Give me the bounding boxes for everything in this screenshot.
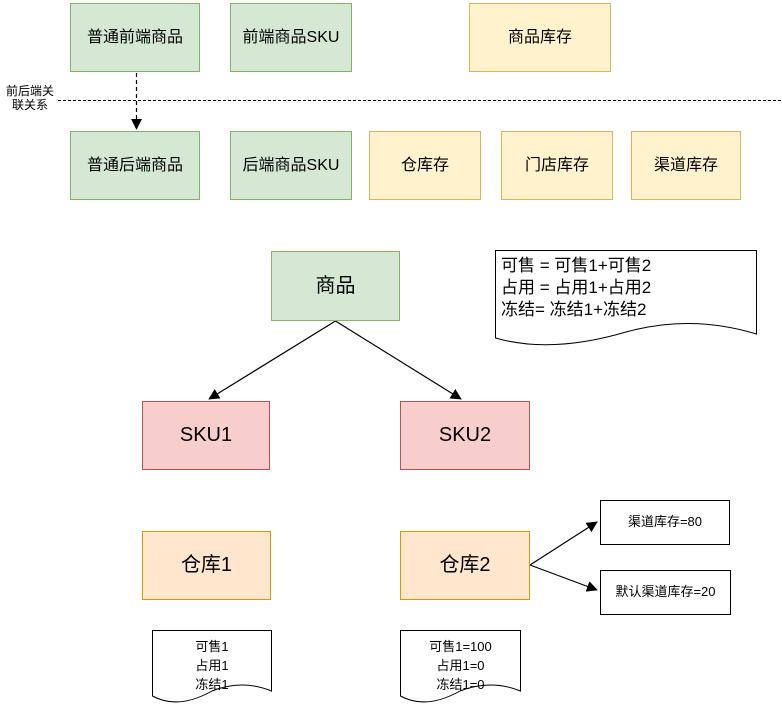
node-product-inventory-label: 商品库存 <box>507 28 572 46</box>
node-warehouse-inventory-label: 仓库存 <box>400 156 449 174</box>
note-warehouse2-stock-text: 可售1=100 占用1=0 冻结1=0 <box>400 630 521 694</box>
note-line: 占用 = 占用1+占用2 <box>501 278 652 297</box>
node-back-sku-label: 后端商品SKU <box>242 156 340 174</box>
note-line: 可售1=100 <box>429 639 492 654</box>
node-store-inventory[interactable]: 门店库存 <box>501 131 613 200</box>
node-back-sku[interactable]: 后端商品SKU <box>230 131 352 200</box>
node-channel-stock[interactable]: 渠道库存=80 <box>600 500 730 545</box>
node-sku2-label: SKU2 <box>438 424 492 446</box>
document-shape <box>400 630 521 703</box>
edge-product-to-sku1[interactable] <box>208 320 336 400</box>
node-default-channel-stock-label: 默认渠道库存=20 <box>615 584 716 600</box>
node-back-product-label: 普通后端商品 <box>86 156 183 174</box>
node-warehouse1-label: 仓库1 <box>180 554 233 576</box>
node-product[interactable]: 商品 <box>271 251 400 321</box>
node-sku1[interactable]: SKU1 <box>142 401 270 470</box>
node-back-product[interactable]: 普通后端商品 <box>70 131 200 200</box>
note-warehouse2-stock[interactable]: 可售1=100 占用1=0 冻结1=0 <box>400 630 521 705</box>
document-shape <box>152 630 272 703</box>
note-warehouse1-stock[interactable]: 可售1 占用1 冻结1 <box>152 630 272 705</box>
edge-warehouse2-to-channel-stock[interactable] <box>529 521 598 566</box>
node-warehouse2-label: 仓库2 <box>439 554 491 576</box>
note-total-formula-text: 可售 = 可售1+可售2 占用 = 占用1+占用2 冻结= 冻结1+冻结2 <box>495 250 757 321</box>
note-line: 占用1 <box>195 658 229 673</box>
note-line: 占用1=0 <box>436 658 485 673</box>
divider-label: 前后端关 联关系 <box>5 84 54 112</box>
node-warehouse2[interactable]: 仓库2 <box>400 531 530 600</box>
note-line: 可售 = 可售1+可售2 <box>501 256 652 275</box>
note-line: 冻结1=0 <box>436 677 485 692</box>
node-front-sku-label: 前端商品SKU <box>242 28 340 46</box>
node-sku2[interactable]: SKU2 <box>400 401 530 470</box>
node-front-product-label: 普通前端商品 <box>86 28 183 46</box>
node-channel-inventory-label: 渠道库存 <box>653 156 718 174</box>
note-line: 冻结1 <box>195 677 229 692</box>
edge-product-to-sku2[interactable] <box>335 320 462 400</box>
node-store-inventory-label: 门店库存 <box>524 156 589 174</box>
edge-warehouse2-to-default-channel-stock[interactable] <box>529 564 598 592</box>
node-channel-stock-label: 渠道库存=80 <box>627 514 703 530</box>
node-warehouse1[interactable]: 仓库1 <box>142 531 271 600</box>
node-product-inventory[interactable]: 商品库存 <box>469 3 611 72</box>
note-line: 可售1 <box>195 639 229 654</box>
document-shape <box>495 250 757 346</box>
node-sku1-label: SKU1 <box>179 424 233 446</box>
node-warehouse-inventory[interactable]: 仓库存 <box>369 131 481 200</box>
note-line: 冻结= 冻结1+冻结2 <box>501 300 647 319</box>
note-total-formula[interactable]: 可售 = 可售1+可售2 占用 = 占用1+占用2 冻结= 冻结1+冻结2 <box>495 250 757 352</box>
node-product-label: 商品 <box>315 274 356 297</box>
node-front-sku[interactable]: 前端商品SKU <box>230 3 352 72</box>
note-warehouse1-stock-text: 可售1 占用1 冻结1 <box>152 630 272 694</box>
node-front-product[interactable]: 普通前端商品 <box>70 3 200 72</box>
node-channel-inventory[interactable]: 渠道库存 <box>631 131 741 200</box>
node-default-channel-stock[interactable]: 默认渠道库存=20 <box>600 570 731 615</box>
